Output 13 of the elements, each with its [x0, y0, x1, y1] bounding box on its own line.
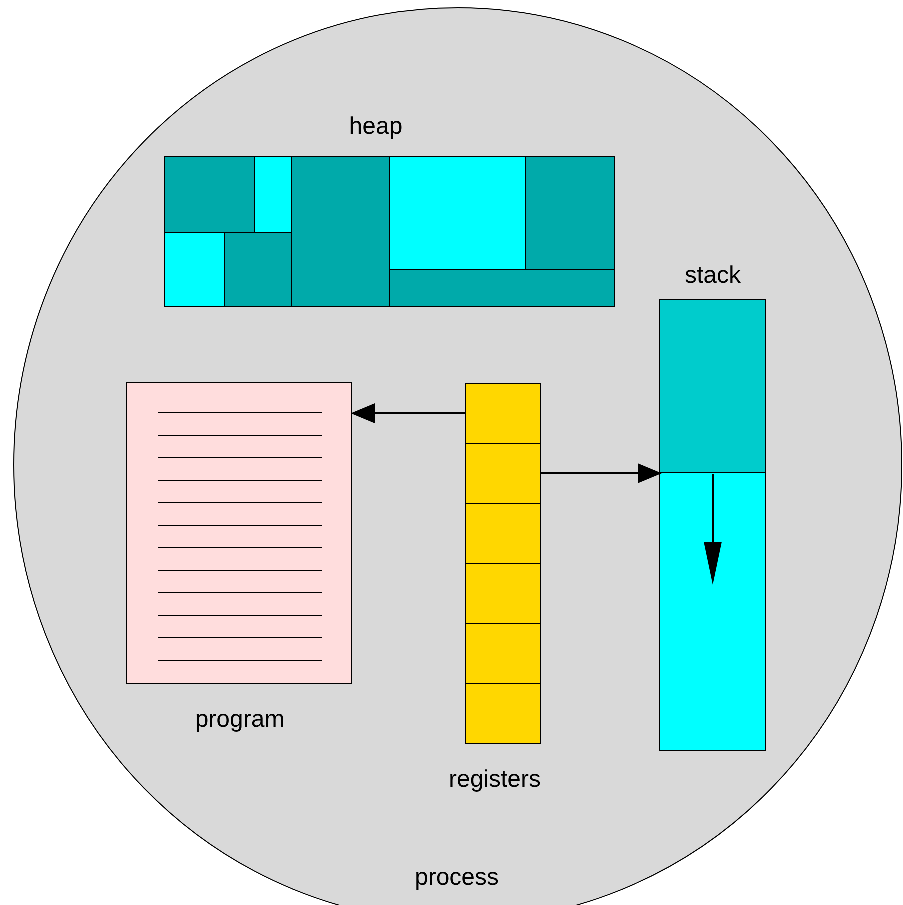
register-cell [465, 563, 541, 624]
register-cell [465, 503, 541, 564]
node-label: process [414, 864, 500, 892]
node-label: registers [448, 766, 542, 794]
register-cell [465, 623, 541, 684]
arrow [351, 404, 465, 424]
node-label: heap [349, 113, 403, 141]
arrow [541, 464, 662, 484]
register-cell [465, 383, 541, 444]
node-label: stack [685, 262, 741, 290]
node-label: program [195, 706, 285, 734]
register-cell [465, 683, 541, 744]
register-cell [465, 443, 541, 504]
